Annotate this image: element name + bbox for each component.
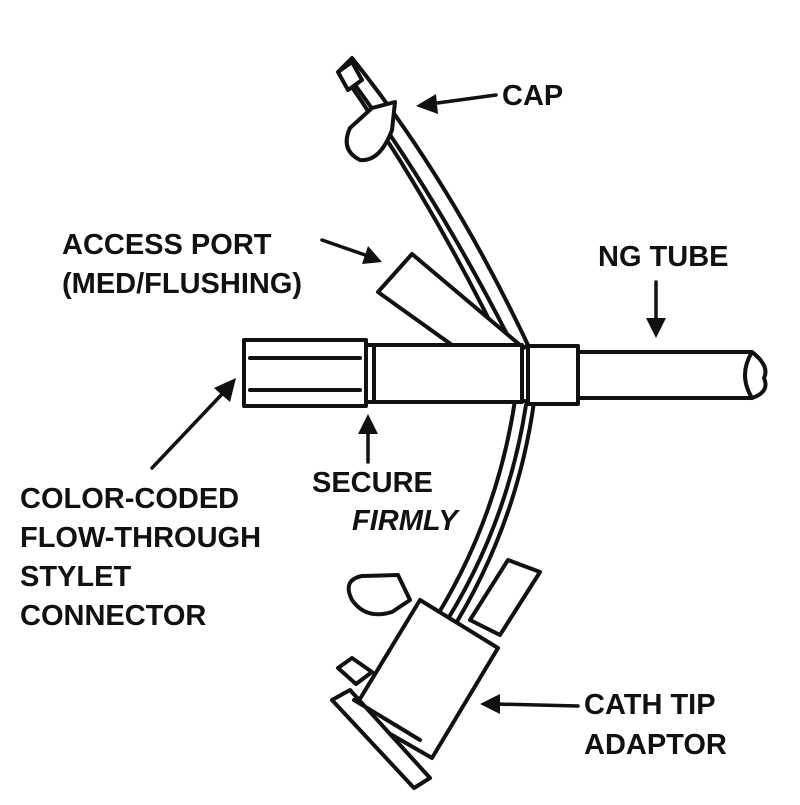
- stylet-label-line1: COLOR-CODED: [20, 483, 239, 515]
- cath-tip-label-line2: ADAPTOR: [584, 729, 727, 761]
- cap-arrow: [416, 93, 498, 114]
- stylet-connector: [242, 338, 368, 408]
- cath-tip-adaptor: [330, 558, 542, 790]
- stylet-label-line2: FLOW-THROUGH: [20, 522, 261, 554]
- adaptor-plug: [346, 573, 412, 617]
- cath-tip-label-line1: CATH TIP: [584, 689, 716, 721]
- secure-arrow: [358, 414, 378, 464]
- ng-tube-arrow: [646, 280, 666, 338]
- cap-plug: [336, 60, 397, 163]
- access-port-arrow: [320, 238, 382, 264]
- stylet-arrow: [150, 378, 236, 470]
- cath-tip-arrow: [480, 694, 580, 714]
- secure-label-line2: FIRMLY: [352, 505, 460, 537]
- connector-body: [364, 343, 524, 404]
- ng-tube: [573, 350, 768, 400]
- ng-tube-label: NG TUBE: [598, 241, 729, 273]
- cap-label: CAP: [502, 80, 563, 112]
- stylet-label-line3: STYLET: [20, 561, 131, 593]
- access-port-label-line2: (MED/FLUSHING): [62, 268, 302, 300]
- stylet-label-line4: CONNECTOR: [20, 600, 206, 632]
- access-port-label-line1: ACCESS PORT: [62, 229, 272, 261]
- secure-label-line1: SECURE: [312, 467, 433, 499]
- tube-collar: [526, 344, 580, 406]
